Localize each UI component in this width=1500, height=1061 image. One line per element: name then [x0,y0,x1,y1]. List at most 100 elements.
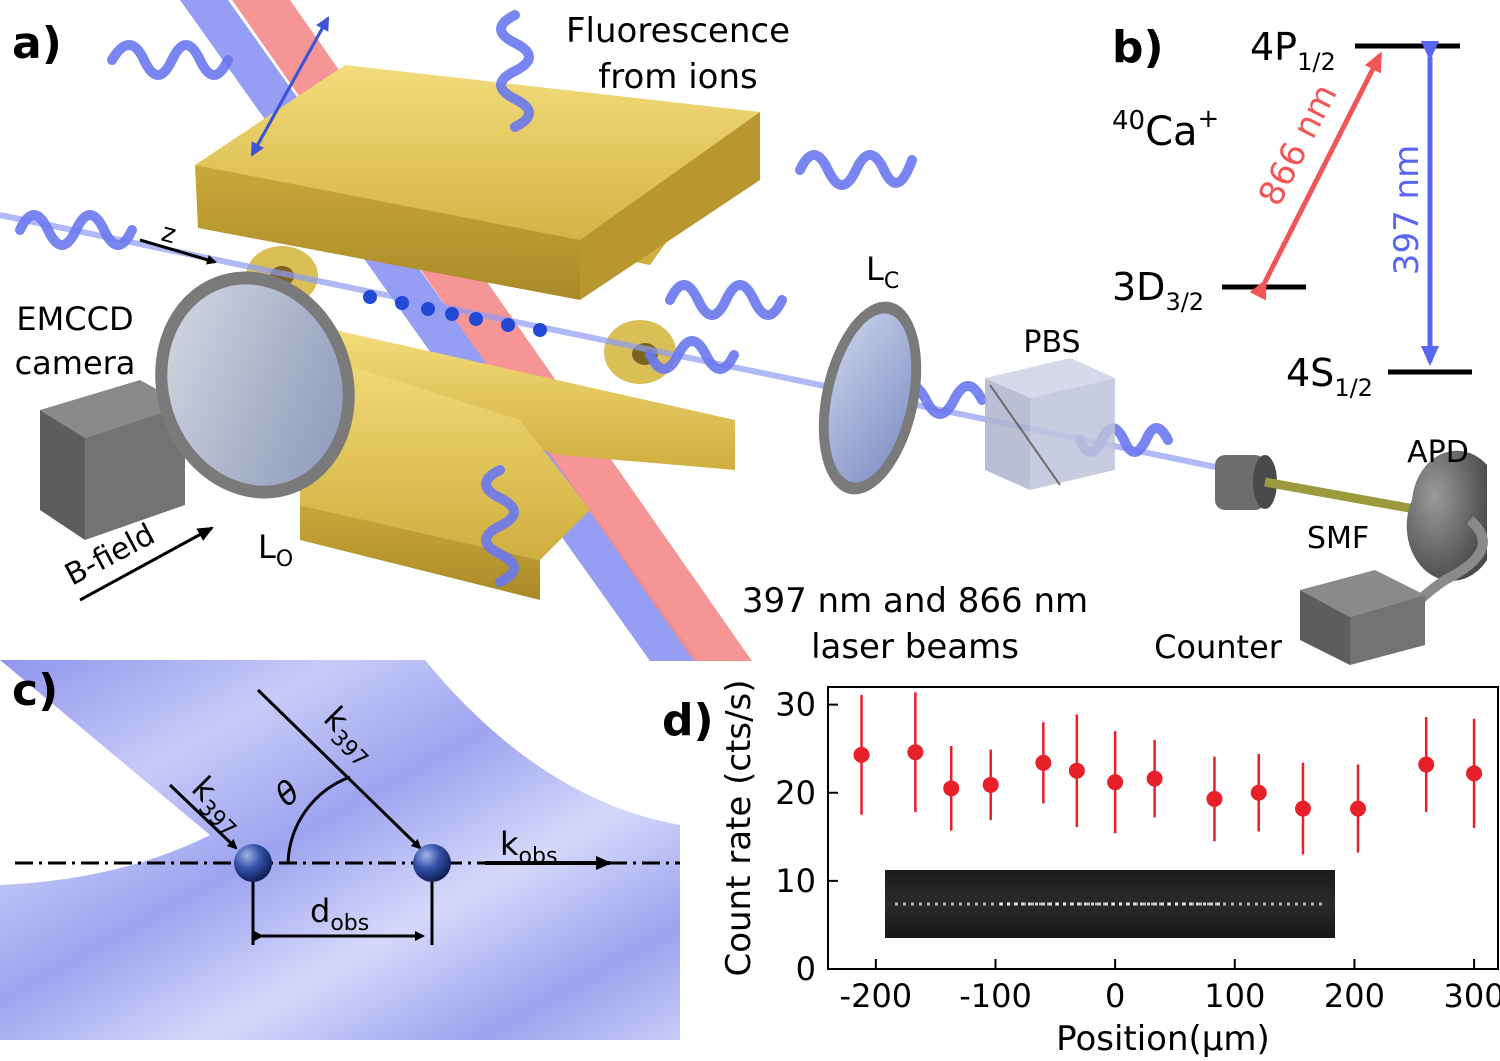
transition-397-label: 397 nm [1387,145,1427,275]
x-tick-label: 0 [1105,977,1125,1015]
camera-label-line1: EMCCD [16,300,133,338]
theta-arc [286,775,351,864]
y-tick-label: 10 [775,862,816,900]
plot-frame [827,686,1499,970]
photon-wave [481,465,519,587]
panel-a: z [0,0,1488,667]
counter-label: Counter [1154,628,1283,666]
collection-lens-sub: C [884,269,899,294]
beam-profile [0,660,680,1040]
fluorescence-label-line1: Fluorescence [566,11,790,51]
panel-b-label: b) [1112,22,1164,73]
emccd-camera [40,380,185,540]
data-point [1250,784,1267,801]
ion-sphere-1 [234,844,272,882]
x-tick-label: 100 [1204,977,1265,1015]
data-point [1418,756,1435,773]
panel-b: b) 40Ca+ 4P1/2 3D3/2 4S1/2 866 nm 397 nm [1112,22,1472,402]
x-tick-label: 300 [1444,977,1500,1015]
data-point [1107,774,1124,791]
data-point [1068,762,1085,779]
upper-electrode-front [195,165,580,300]
ion [445,307,459,321]
species-charge: + [1198,104,1220,134]
data-point [1350,800,1367,817]
photon-wave [645,336,739,374]
objective-lens-label: LO [258,528,293,572]
x-tick-label: 200 [1324,977,1385,1015]
data-point [943,780,960,797]
data-point [907,744,924,761]
z-axis-arrow [139,238,217,265]
y-tick-label: 20 [775,774,816,812]
laser-label-line2: laser beams [811,627,1019,667]
bfield-arrow [79,526,214,602]
ion [501,318,515,332]
panel-d-label: d) [662,695,714,746]
objective-lens-main: L [258,528,276,566]
collection-lens-main: L [866,250,884,288]
y-tick-label: 30 [775,686,816,724]
chart-ylabel: Count rate (cts/s) [719,679,759,976]
level-4s-sub: 1/2 [1334,374,1373,402]
apd-detector [1406,450,1487,581]
single-mode-fiber [1264,477,1421,515]
x-tick-label: -200 [840,977,913,1015]
kobs-label: kobs [500,825,557,869]
z-axis-label: z [158,218,179,251]
camera-label-line2: camera [15,344,136,382]
panel-a-label: a) [12,18,62,69]
level-3d-main: 3D [1112,265,1165,309]
level-4p-sub: 1/2 [1297,48,1336,76]
objective-lens-sub: O [276,547,293,572]
ion [421,302,435,316]
polarization-arrow-back [250,17,330,157]
data-point [1466,765,1483,782]
collection-lens [818,301,922,495]
panel-c-label: c) [12,665,58,716]
data-point [982,776,999,793]
level-4s-label: 4S1/2 [1286,351,1373,402]
species-label: 40Ca+ [1112,104,1219,155]
dobs-sub: obs [330,911,369,936]
data-point [1035,754,1052,771]
objective-lens [155,271,355,499]
chart-xlabel: Position(µm) [1056,1019,1270,1059]
transition-866-arrow [1249,51,1383,301]
ion [363,290,377,304]
k397-arrow-2 [256,688,422,850]
photon-wave [15,210,137,250]
dobs-main: d [310,892,330,930]
photon-wave [665,280,787,320]
ion [469,312,483,326]
pbs-cube [985,358,1115,490]
lower-electrode-top [330,330,735,470]
level-3d-sub: 3/2 [1165,288,1204,316]
y-tick-label: 0 [796,950,816,988]
counter-box [1300,570,1425,665]
species-symbol: Ca [1145,109,1197,155]
smf-label: SMF [1307,521,1369,556]
apd-label: APD [1407,435,1469,470]
ion-chain [363,290,547,337]
ion [533,323,547,337]
photon-wave [496,10,534,132]
level-4p-label: 4P1/2 [1250,25,1336,76]
photon-wave [795,150,917,190]
transition-866-label: 866 nm [1251,78,1346,212]
pbs-label: PBS [1023,325,1080,360]
data-point [1146,770,1163,787]
collection-lens-label: LC [866,250,899,294]
fluorescence-label-line2: from ions [598,57,757,97]
ion-sphere-2 [413,844,451,882]
upper-electrode-side [580,112,760,300]
level-4p-main: 4P [1250,25,1297,69]
kobs-main: k [500,825,519,863]
photon-wave [107,40,233,80]
chart-marks [853,692,1483,855]
kobs-sub: obs [519,844,558,869]
laser-label-line1: 397 nm and 866 nm [742,581,1088,621]
